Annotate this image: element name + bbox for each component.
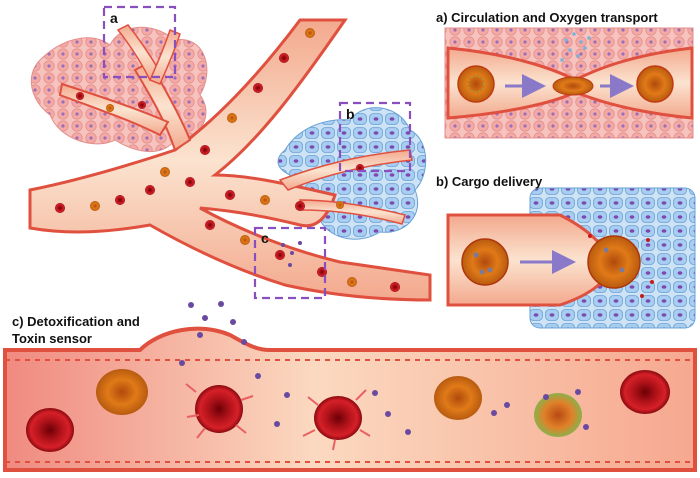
toxin-particles-small xyxy=(281,241,302,267)
panel-a-illustration xyxy=(444,27,694,139)
panel-c-toxins xyxy=(179,301,589,435)
vessel-branch-b2 xyxy=(299,199,406,225)
inset-label-c: c xyxy=(261,230,269,246)
panel-c-title-line2: Toxin sensor xyxy=(12,331,92,346)
inset-box-a xyxy=(102,5,177,79)
vessel-branch-a2 xyxy=(58,82,170,137)
panel-c-cells xyxy=(26,369,670,452)
panel-c-receptors xyxy=(185,383,371,451)
inset-box-c xyxy=(253,226,327,300)
vessel-main-trunk xyxy=(28,18,432,302)
panel-b-title: b) Cargo delivery xyxy=(436,174,543,189)
inset-label-b: b xyxy=(346,106,355,122)
panel-c-illustration xyxy=(3,301,697,472)
vessel-branch-a3 xyxy=(116,24,161,82)
vessel-tree xyxy=(28,5,432,302)
vessel-branch-a4 xyxy=(148,29,181,85)
panel-c-title-line1: c) Detoxification and xyxy=(12,314,140,329)
panel-b-illustration xyxy=(446,187,696,329)
panel-a-title: a) Circulation and Oxygen transport xyxy=(436,10,658,25)
vessel-blood-cells xyxy=(55,28,400,292)
inset-label-a: a xyxy=(110,10,118,26)
inset-box-b xyxy=(338,101,412,173)
